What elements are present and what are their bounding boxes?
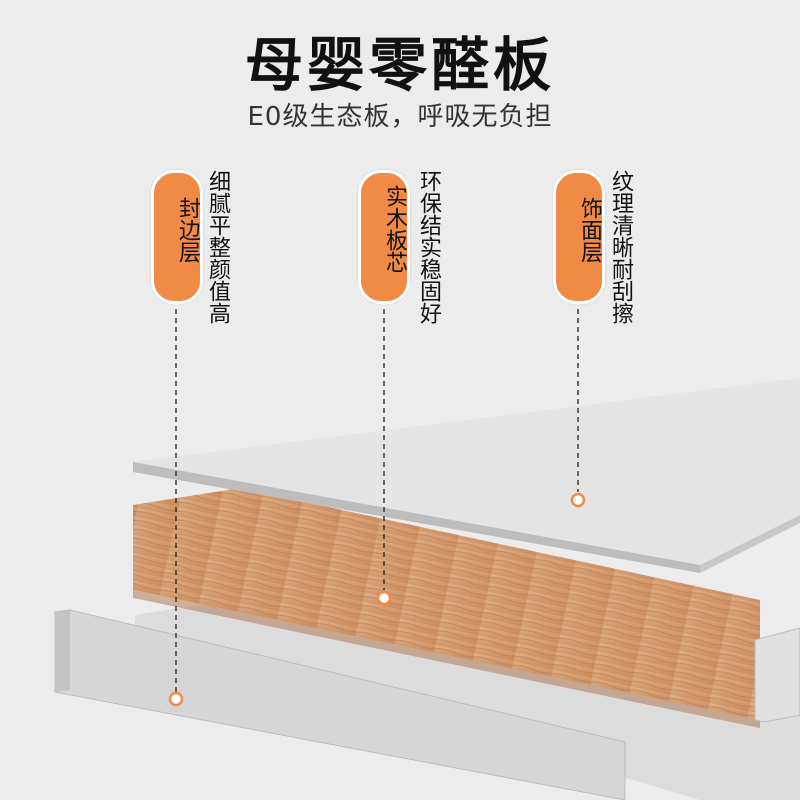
- layer-pill-veneer: 饰面层: [553, 170, 605, 304]
- wood-core-bottom-edge: [133, 590, 760, 728]
- marker-veneer: [570, 492, 586, 508]
- veneer-top: [133, 378, 800, 565]
- right-edge-piece: [754, 627, 800, 723]
- veneer-side-edge: [700, 515, 800, 573]
- edge-banding-side: [55, 610, 70, 692]
- page-subtitle: E0级生态板，呼吸无负担: [247, 102, 553, 132]
- layer-pill-core: 实木板芯: [358, 170, 410, 304]
- veneer-front-edge: [133, 462, 700, 573]
- layer-description: 环保结实稳固好: [416, 170, 441, 324]
- marker-core: [376, 590, 392, 606]
- wood-core: [133, 488, 760, 720]
- page-title: 母婴零醛板: [244, 31, 555, 99]
- layer-label: 饰面层: [577, 197, 602, 263]
- layer-pill-edge: 封边层: [151, 170, 203, 304]
- layer-label: 封边层: [175, 197, 200, 263]
- bottom-panel: [135, 600, 800, 800]
- layer-description: 纹理清晰耐刮擦: [608, 170, 633, 324]
- marker-edge: [168, 691, 184, 707]
- layer-description: 细腻平整颜值高: [205, 170, 230, 324]
- layer-label: 实木板芯: [382, 185, 407, 273]
